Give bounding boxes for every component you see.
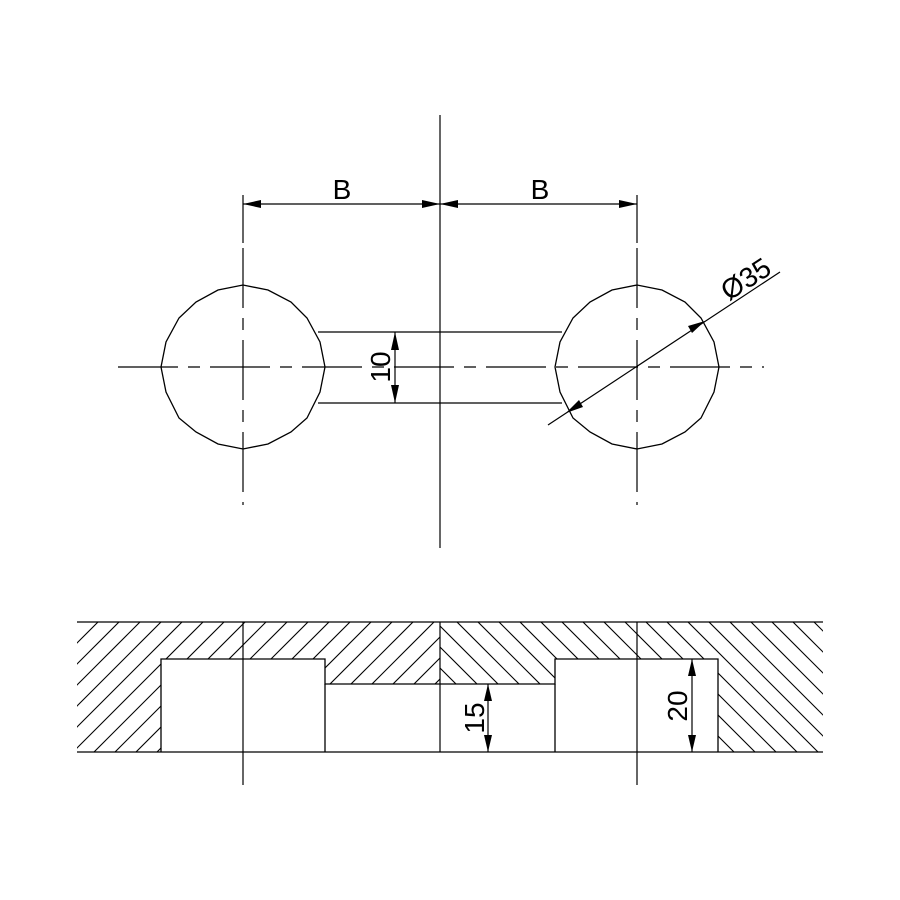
hatch-line bbox=[77, 622, 78, 752]
arrowhead bbox=[243, 200, 261, 208]
spacing-dimension: B B bbox=[242, 174, 638, 243]
hatch-line bbox=[77, 622, 183, 752]
arrowhead bbox=[688, 659, 696, 676]
hole-depth-dimension: 20 bbox=[662, 659, 696, 752]
hatch-line bbox=[666, 622, 798, 752]
hatch-line bbox=[498, 622, 630, 752]
hatch-line bbox=[429, 741, 441, 752]
hatch-line bbox=[77, 622, 120, 752]
hatch-line bbox=[240, 622, 372, 752]
hatch-line bbox=[156, 622, 288, 752]
hatch-line bbox=[324, 636, 441, 752]
right-spacing-label: B bbox=[531, 174, 550, 205]
arrowhead bbox=[566, 400, 583, 413]
arrowhead bbox=[440, 200, 458, 208]
hatch-line bbox=[477, 622, 609, 752]
hatch-line bbox=[835, 622, 900, 752]
hatch-line bbox=[687, 622, 819, 752]
hatch-line bbox=[93, 622, 225, 752]
diameter-label: Ø35 bbox=[715, 252, 776, 307]
hatch-line bbox=[77, 622, 141, 752]
hatch-line bbox=[77, 622, 204, 752]
right-hole-outline bbox=[554, 284, 720, 450]
arrowhead bbox=[484, 684, 492, 701]
hatch-line bbox=[387, 699, 441, 752]
channel-depth-dimension: 15 bbox=[459, 684, 492, 752]
hatch-line bbox=[771, 622, 823, 752]
hatch-line bbox=[582, 622, 714, 752]
hatch-line bbox=[439, 646, 546, 752]
hatch-line bbox=[813, 622, 823, 752]
section-hatching bbox=[77, 622, 900, 752]
hatch-line bbox=[77, 622, 99, 752]
hatch-line bbox=[303, 622, 435, 752]
arrowhead bbox=[484, 735, 492, 752]
hatch-line bbox=[603, 622, 735, 752]
arrowhead bbox=[391, 332, 399, 350]
hatch-line bbox=[282, 622, 414, 752]
hatch-line bbox=[198, 622, 330, 752]
hatch-line bbox=[645, 622, 777, 752]
hatch-line bbox=[219, 622, 351, 752]
hatch-line bbox=[345, 657, 441, 752]
hatch-line bbox=[114, 622, 246, 752]
hatch-line bbox=[877, 622, 900, 752]
channel-width-dimension: 10 bbox=[365, 332, 399, 403]
hatch-line bbox=[261, 622, 393, 752]
hatch-line bbox=[792, 622, 823, 752]
hatch-line bbox=[519, 622, 651, 752]
hatch-line bbox=[856, 622, 900, 752]
left-spacing-label: B bbox=[333, 174, 352, 205]
hatch-line bbox=[561, 622, 693, 752]
diameter-dimension: Ø35 bbox=[547, 252, 781, 426]
arrowhead bbox=[688, 321, 705, 333]
hatch-line bbox=[135, 622, 267, 752]
hatch-line bbox=[750, 622, 823, 752]
hatch-line bbox=[624, 622, 756, 752]
hatch-line bbox=[77, 622, 162, 752]
plan-view: B B 10 Ø35 bbox=[118, 115, 781, 548]
arrowhead bbox=[688, 735, 696, 752]
hatch-line bbox=[708, 622, 823, 752]
hole-depth-label: 20 bbox=[662, 690, 693, 721]
hatch-line bbox=[540, 622, 672, 752]
channel-depth-label: 15 bbox=[459, 702, 490, 733]
channel-width-label: 10 bbox=[365, 351, 396, 382]
hatch-line bbox=[729, 622, 823, 752]
hatch-line bbox=[366, 678, 441, 752]
hatch-line bbox=[439, 730, 462, 752]
arrowhead bbox=[391, 385, 399, 403]
section-view: 15 20 bbox=[77, 621, 900, 785]
arrowhead bbox=[422, 200, 440, 208]
hatch-line bbox=[408, 720, 441, 752]
arrowhead bbox=[619, 200, 637, 208]
